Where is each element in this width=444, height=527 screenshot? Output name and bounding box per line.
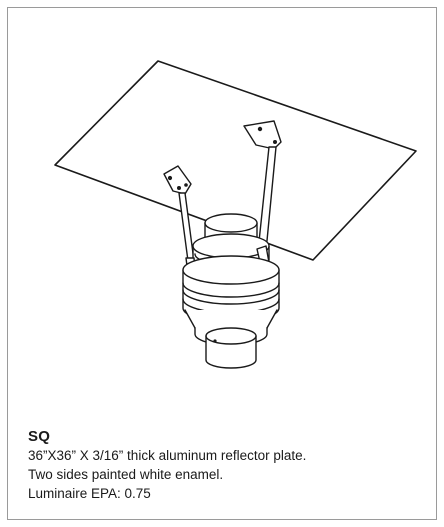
description-line-3: Luminaire EPA: 0.75 [28,486,151,501]
description-line-2: Two sides painted white enamel. [28,467,224,482]
product-code: SQ [28,428,51,445]
reflector-plate-illustration [54,60,417,369]
product-caption: SQ 36”X36” X 3/16” thick aluminum reflec… [28,428,428,503]
left-bracket [163,165,192,195]
reflector-plate [54,60,417,261]
right-bracket [243,120,282,150]
lamp-housing [205,335,257,369]
product-card: SQ 36”X36” X 3/16” thick aluminum reflec… [7,7,437,520]
description-line-1: 36”X36” X 3/16” thick aluminum reflector… [28,448,307,463]
